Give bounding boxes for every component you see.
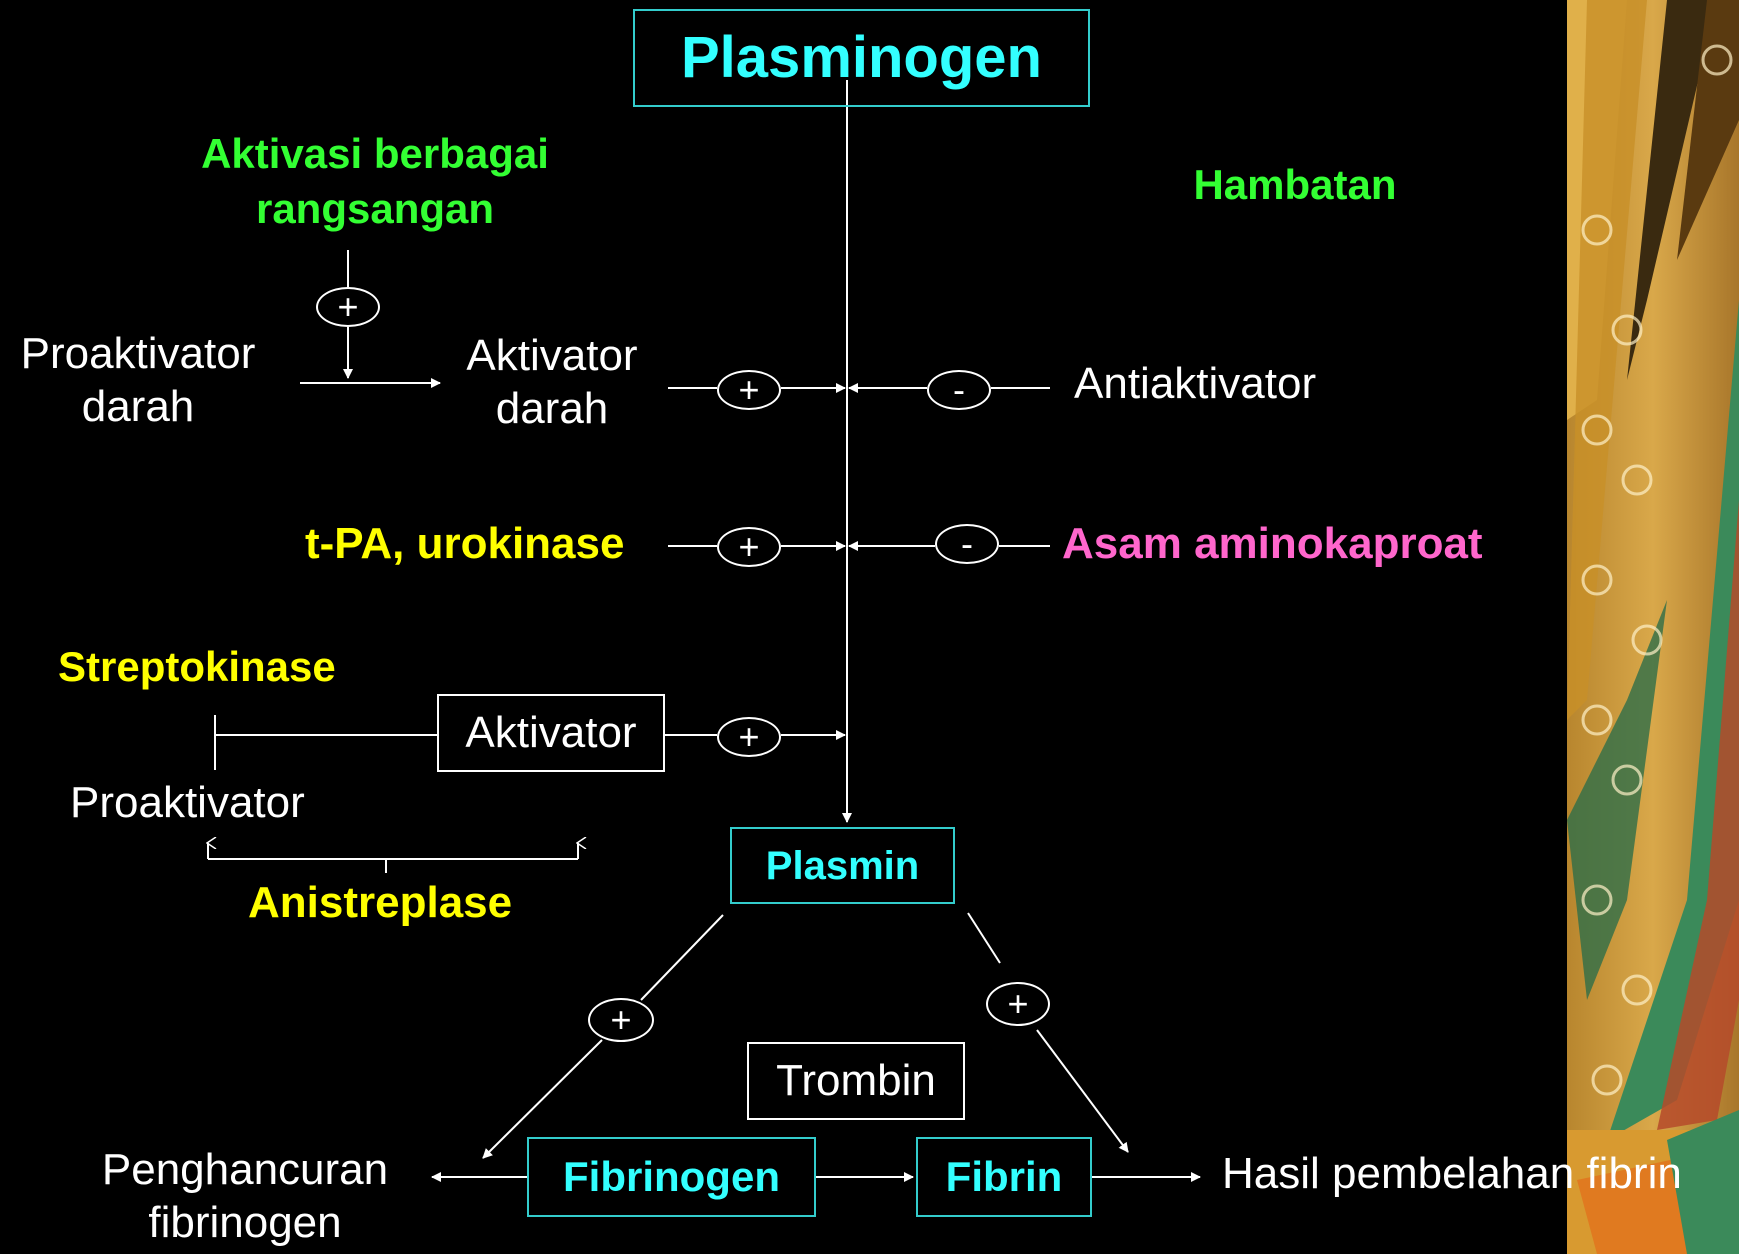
streptokinase-label: Streptokinase <box>58 642 336 692</box>
plus-sign: + <box>610 999 631 1041</box>
aktivator-plus-circle: + <box>717 717 781 757</box>
fibrin-box: Fibrin <box>916 1137 1092 1217</box>
minus-sign: - <box>953 369 965 411</box>
tpa-plus-circle: + <box>717 527 781 567</box>
activation-plus-circle: + <box>316 287 380 327</box>
plus-sign: + <box>337 286 358 328</box>
trombin-label: Trombin <box>776 1055 936 1108</box>
asam-minus-circle: - <box>935 524 999 564</box>
asam-aminokaproat-label: Asam aminokaproat <box>1062 518 1483 571</box>
hambatan-label: Hambatan <box>1170 160 1420 210</box>
plus-sign: + <box>738 716 759 758</box>
fibrinogen-box: Fibrinogen <box>527 1137 816 1217</box>
plasminogen-box: Plasminogen <box>633 9 1090 107</box>
hasil-pembelahan-fibrin-label: Hasil pembelahan fibrin <box>1222 1148 1682 1201</box>
minus-sign: - <box>961 523 973 565</box>
trombin-box: Trombin <box>747 1042 965 1120</box>
aktivasi-label: Aktivasi berbagai rangsangan <box>170 127 580 236</box>
penghancuran-plus-circle: + <box>588 998 654 1042</box>
fibrinogen-label: Fibrinogen <box>563 1152 780 1202</box>
antiaktivator-label: Antiaktivator <box>1074 358 1316 411</box>
proaktivator-darah-label: Proaktivator darah <box>6 328 270 434</box>
aktivator-label: Aktivator <box>465 707 636 760</box>
anistreplase-label: Anistreplase <box>248 877 512 930</box>
plasminogen-label: Plasminogen <box>681 23 1042 93</box>
plus-sign: + <box>738 526 759 568</box>
plus-sign: + <box>1007 983 1028 1025</box>
aktivator-box: Aktivator <box>437 694 665 772</box>
fibrin-label: Fibrin <box>946 1152 1063 1202</box>
aktivator-darah-plus-circle: + <box>717 370 781 410</box>
tpa-urokinase-label: t-PA, urokinase <box>305 518 624 571</box>
plasmin-label: Plasmin <box>766 842 919 890</box>
antiaktivator-minus-circle: - <box>927 370 991 410</box>
proaktivator-label: Proaktivator <box>70 777 305 830</box>
plasmin-box: Plasmin <box>730 827 955 904</box>
penghancuran-fibrinogen-label: Penghancuran fibrinogen <box>80 1144 410 1250</box>
decorative-side-panel <box>1567 0 1739 1254</box>
fibrin-plus-circle: + <box>986 982 1050 1026</box>
aktivator-darah-label: Aktivator darah <box>452 330 652 436</box>
plus-sign: + <box>738 369 759 411</box>
